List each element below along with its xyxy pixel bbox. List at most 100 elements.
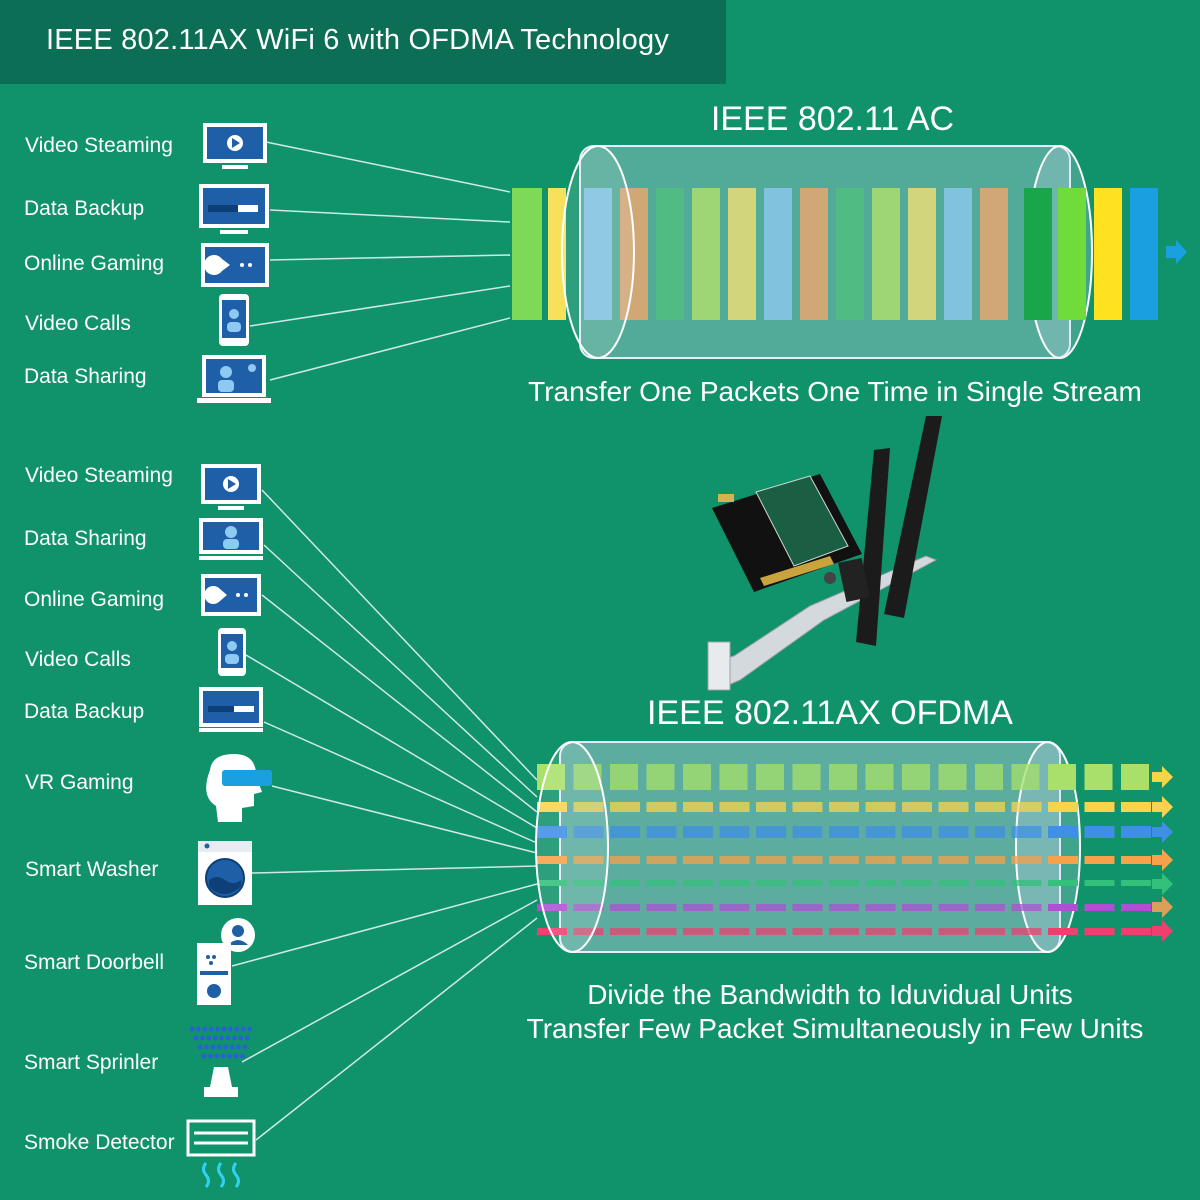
ax-lane-packet: [683, 856, 713, 864]
ac-packet: [1130, 188, 1158, 320]
ax-lane-packet: [573, 880, 604, 886]
spray-drop: [223, 1044, 228, 1050]
ax-lane-packet: [1011, 802, 1042, 812]
spray-drop: [201, 1053, 207, 1059]
data-sharing-monitor-icon: [199, 518, 263, 560]
spray-drop: [197, 1044, 203, 1050]
ac-output-arrow: [1166, 240, 1187, 264]
ac-packet: [980, 188, 1008, 320]
ax-lane-packet: [902, 826, 932, 838]
spray-drop: [233, 1053, 239, 1059]
ax-connection-line: [231, 883, 538, 967]
ax-lane-packet: [1084, 856, 1115, 864]
ax-lane-packet: [975, 904, 1005, 911]
spray-drop: [228, 1026, 233, 1032]
ax-connection-line: [245, 654, 538, 829]
ax-lane-packet: [1048, 764, 1076, 790]
smoke-detector-icon: [186, 1119, 256, 1188]
online-gaming-icon: [201, 243, 269, 287]
ax-lane-packet: [1084, 764, 1113, 790]
spray-drop: [219, 1035, 224, 1041]
ac-heading: IEEE 802.11 AC: [710, 100, 955, 138]
ac-packet: [944, 188, 972, 320]
ax-connection-line: [261, 489, 538, 781]
ax-lane-packet: [792, 904, 823, 911]
spray-drop: [225, 1035, 231, 1041]
spray-drop: [227, 1053, 232, 1059]
ax-tube-end-left: [535, 741, 609, 953]
ax-tube-body: [559, 741, 1061, 953]
ax-lane-packet: [1011, 928, 1042, 935]
ax-connection-line: [241, 899, 538, 1063]
ax-lane-packet: [975, 928, 1005, 935]
ax-lane-packet: [865, 826, 896, 838]
ax-lane-packet: [865, 928, 896, 935]
ac-packet: [728, 188, 756, 320]
ax-lane-packet: [610, 880, 640, 886]
video-call-phone-icon: [219, 294, 249, 346]
spray-drop: [236, 1044, 241, 1050]
ax-lane-packet: [537, 826, 567, 838]
spray-drop: [229, 1044, 235, 1050]
ax-lane-packet: [756, 802, 786, 812]
ax-lane-packet: [719, 826, 750, 838]
ax-lane-packet: [1121, 856, 1151, 864]
ac-connection-line: [269, 317, 511, 381]
ac-connection-line: [269, 209, 511, 223]
spray-drop: [196, 1026, 201, 1032]
ax-connection-line: [251, 865, 538, 874]
washing-machine-icon: [198, 841, 252, 905]
ax-lane-packet: [683, 764, 711, 790]
ax-lane-packet: [792, 928, 823, 935]
ax-lane-packet: [938, 802, 969, 812]
ax-device-label-smart-sprinkler: Smart Sprinler: [24, 1051, 159, 1074]
ax-lane-packet: [1011, 880, 1042, 886]
ax-lane-packet: [829, 880, 859, 886]
ax-device-label-data-backup: Data Backup: [24, 700, 145, 723]
ax-lane-packet: [829, 826, 859, 838]
ax-device-label-online-gaming: Online Gaming: [24, 588, 165, 611]
ax-lane-packet: [646, 928, 677, 935]
ax-lane-packet: [719, 764, 748, 790]
ax-lane-packet: [573, 856, 604, 864]
ax-lane-packet: [792, 802, 823, 812]
ax-caption-line-1: Divide the Bandwidth to Iduvidual Units: [587, 979, 1073, 1010]
ac-packet: [692, 188, 720, 320]
ax-connection-line: [263, 721, 538, 844]
ac-packet: [836, 188, 864, 320]
spray-drop: [212, 1035, 218, 1041]
ax-lane-packet: [1121, 928, 1151, 935]
video-call-phone-icon: [218, 628, 246, 676]
data-sharing-laptop-icon: [197, 355, 271, 403]
ax-lane-packet: [683, 904, 713, 911]
sprinkler-icon: [189, 1026, 252, 1097]
ax-heading: IEEE 802.11AX OFDMA: [647, 694, 1013, 732]
ax-lane-packet: [610, 802, 640, 812]
ax-lane-packet: [683, 826, 713, 838]
ax-lane-packet: [537, 904, 567, 911]
ax-lane-packet: [719, 904, 750, 911]
ax-lane-packet: [1121, 880, 1151, 886]
spray-drop: [206, 1035, 212, 1041]
ac-packet: [584, 188, 612, 320]
spray-drop: [234, 1026, 240, 1032]
ac-device-label-online-gaming: Online Gaming: [24, 252, 165, 275]
ac-packet: [1024, 188, 1052, 320]
ax-lane-packet: [756, 880, 786, 886]
ax-lane-packet: [1048, 904, 1078, 911]
ax-lane-packet: [1011, 764, 1040, 790]
ax-output-arrow: [1152, 821, 1173, 843]
ax-lane-packet: [573, 802, 604, 812]
ax-lane-packet: [1121, 764, 1149, 790]
spray-drop: [221, 1026, 227, 1032]
ax-lane-packet: [719, 928, 750, 935]
ax-lane-packet: [938, 880, 969, 886]
ax-lane-packet: [1048, 856, 1078, 864]
spray-drop: [210, 1044, 216, 1050]
spray-drop: [242, 1044, 248, 1050]
ax-device-label-smoke-detector: Smoke Detector: [24, 1131, 175, 1154]
ax-lane-packet: [975, 826, 1005, 838]
spray-drop: [240, 1053, 245, 1059]
